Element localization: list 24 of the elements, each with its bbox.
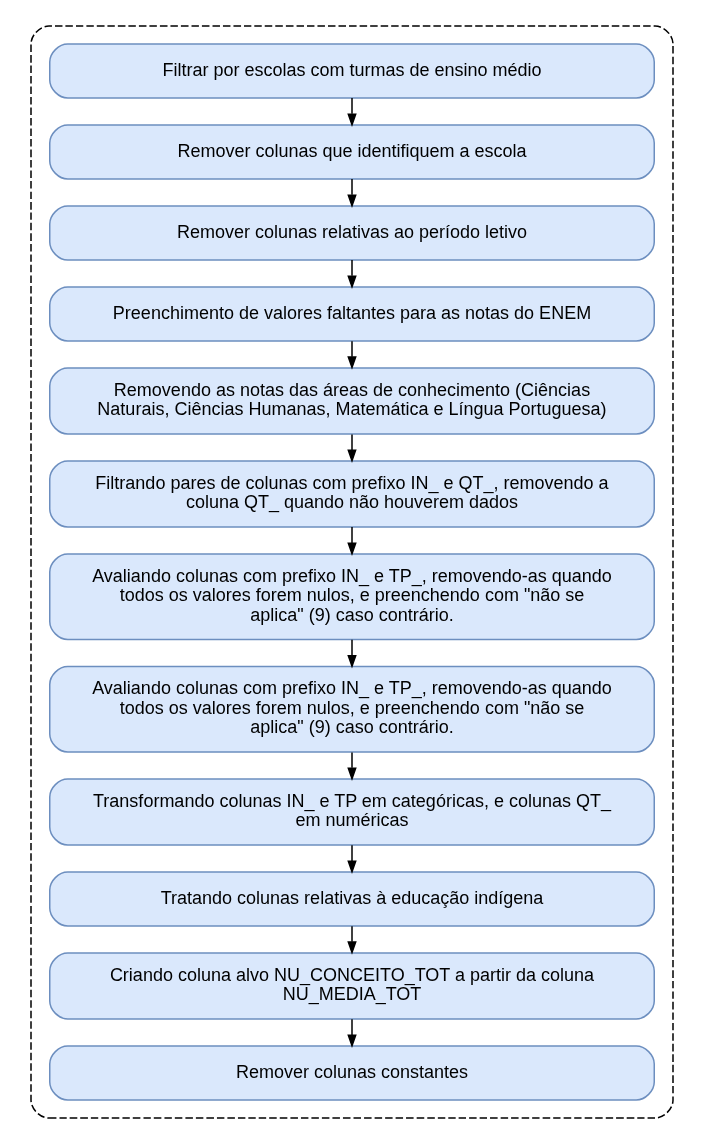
- node-box: Tratando colunas relativas à educação indígena: [48, 871, 655, 927]
- arrow: [346, 526, 357, 556]
- arrow: [346, 97, 357, 127]
- node-box: Criando coluna alvo NU_CONCEITO_TOT a partir da coluna NU_MEDIA_TOT: [48, 952, 655, 1020]
- node-box: Remover colunas relativas ao período letivo: [48, 205, 655, 261]
- node-box: Filtrando pares de colunas com prefixo IN_ e QT_, removendo a coluna QT_ quando não houverem dados: [48, 460, 655, 528]
- node-box: Remover colunas que identifiquem a escola: [48, 124, 655, 180]
- node-box: Filtrar por escolas com turmas de ensino médio: [48, 43, 655, 99]
- arrow: [346, 751, 357, 781]
- arrow: [346, 925, 357, 955]
- node-box: Remover colunas constantes: [48, 1045, 655, 1101]
- arrow: [346, 844, 357, 874]
- cluster: [29, 25, 674, 1119]
- node-box: Transformando colunas IN_ e TP em categóricas, e colunas QT_ em numéricas: [48, 778, 655, 846]
- arrow: [346, 638, 357, 669]
- arrow: [346, 433, 357, 463]
- node-box: Avaliando colunas com prefixo IN_ e TP_, removendo-as quando todos os valores forem nulos, e preenchendo com "não se aplica" (9) caso contrário.: [48, 665, 655, 753]
- node-box: Avaliando colunas com prefixo IN_ e TP_, removendo-as quando todos os valores forem nulos, e preenchendo com "não se aplica" (9) caso contrário.: [48, 553, 655, 641]
- arrow: [346, 259, 357, 289]
- node-box: Preenchimento de valores faltantes para as notas do ENEM: [48, 286, 655, 342]
- arrow: [346, 340, 357, 370]
- arrow: [346, 178, 357, 208]
- node-box: Removendo as notas das áreas de conhecimento (Ciências Naturais, Ciências Humanas, Matemática e Língua Portuguesa): [48, 367, 655, 435]
- arrow: [346, 1018, 357, 1048]
